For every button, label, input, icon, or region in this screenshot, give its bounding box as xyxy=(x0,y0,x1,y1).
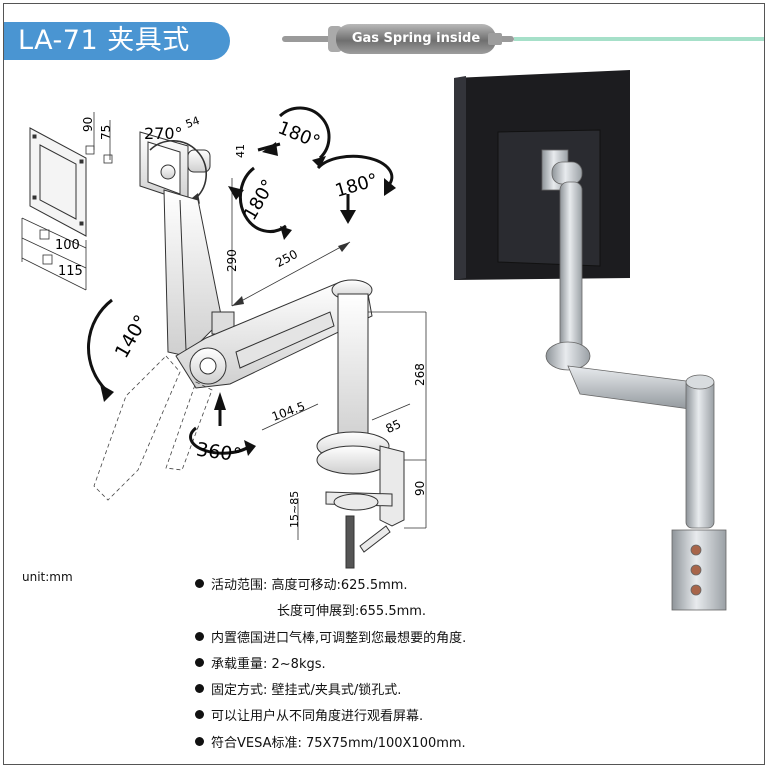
pole-dim-lines xyxy=(261,311,427,540)
bullet-icon xyxy=(195,710,204,720)
dim-41: 41 xyxy=(234,144,247,158)
dim-90: 90 xyxy=(81,117,95,132)
tilt-arc xyxy=(149,140,207,199)
rotation-arrowheads xyxy=(100,142,396,456)
unit-label: unit:mm xyxy=(22,570,73,584)
dim-15-85: 15~85 xyxy=(288,491,301,528)
feature-item: 可以让用户从不同角度进行观看屏幕. xyxy=(195,704,615,730)
vesa-plate xyxy=(29,127,87,237)
pole xyxy=(316,293,390,475)
gas-spring-cap-right xyxy=(488,33,502,45)
dim-54: 54 xyxy=(184,114,202,131)
swing-ghost xyxy=(93,355,213,501)
feature-item: 符合VESA标准: 75X75mm/100X100mm. xyxy=(195,731,615,757)
feature-item: 承载重量: 2~8kgs. xyxy=(195,652,615,678)
rotation-arrows xyxy=(87,106,394,455)
bullet-icon xyxy=(195,684,204,694)
dim-85: 85 xyxy=(383,417,403,436)
bullet-icon xyxy=(195,631,204,641)
dim-115: 115 xyxy=(58,264,83,279)
dim-290: 290 xyxy=(225,249,239,272)
dim-104-5: 104.5 xyxy=(270,399,307,424)
tilt-head xyxy=(139,131,211,203)
rotation-180-top: 180° xyxy=(275,117,323,153)
feature-item: 固定方式: 壁挂式/夹具式/锁孔式. xyxy=(195,678,615,704)
dim-75: 75 xyxy=(99,125,113,140)
rotation-270: 270° xyxy=(144,124,183,143)
bullet-icon xyxy=(195,579,204,588)
dim-90-base: 90 xyxy=(413,481,427,496)
bullet-icon xyxy=(195,736,204,746)
dim-250-line xyxy=(231,241,351,307)
feature-list: 活动范围: 高度可移动:625.5mm. 长度可伸展到:655.5mm. 内置德… xyxy=(195,573,615,757)
rotation-140: 140° xyxy=(111,311,153,362)
rotation-360: 360° xyxy=(195,439,243,467)
bullet-icon xyxy=(195,657,204,667)
desk-clamp xyxy=(325,445,405,569)
rotation-180-mid: 180° xyxy=(240,176,280,224)
monitor-arm xyxy=(541,149,727,611)
vesa-dim-lines xyxy=(21,112,113,291)
dimension-drawing: 100 115 90 75 270° 54 41 290 250 xyxy=(21,106,427,569)
gas-spring-badge: Gas Spring inside xyxy=(336,24,496,54)
page-frame xyxy=(3,3,765,765)
feature-item: 长度可伸展到:655.5mm. xyxy=(277,604,427,620)
feature-item: 活动范围: 高度可移动:625.5mm. xyxy=(195,573,615,599)
dim-100: 100 xyxy=(55,238,80,253)
dim-250: 250 xyxy=(273,247,300,270)
product-photo xyxy=(454,70,727,611)
model-title: LA-71 夹具式 xyxy=(4,22,230,60)
rotation-180-right: 180° xyxy=(333,170,380,202)
header-rule xyxy=(514,37,764,41)
feature-item: 内置德国进口气棒,可调整到您最想要的角度. xyxy=(195,626,615,652)
dim-268: 268 xyxy=(413,363,427,386)
